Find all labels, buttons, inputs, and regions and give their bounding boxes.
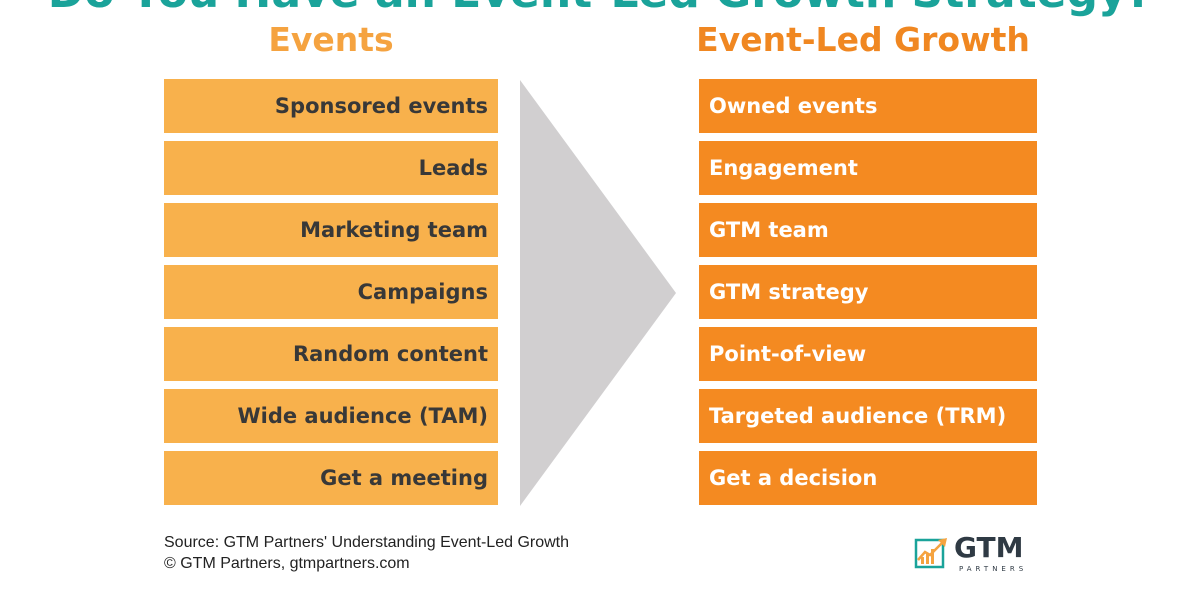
events-item-sponsored-events: Sponsored events	[164, 79, 498, 133]
elg-item-gtm-team: GTM team	[699, 203, 1037, 257]
logo-subtitle: PARTNERS	[959, 565, 1028, 573]
elg-item-owned-events: Owned events	[699, 79, 1037, 133]
events-item-campaigns: Campaigns	[164, 265, 498, 319]
events-item-leads: Leads	[164, 141, 498, 195]
elg-item-engagement: Engagement	[699, 141, 1037, 195]
elg-item-gtm-strategy: GTM strategy	[699, 265, 1037, 319]
copyright-line: © GTM Partners, gtmpartners.com	[164, 555, 410, 572]
events-item-get-a-meeting: Get a meeting	[164, 451, 498, 505]
elg-item-get-a-decision: Get a decision	[699, 451, 1037, 505]
elg-item-targeted-audience: Targeted audience (TRM)	[699, 389, 1037, 443]
source-credit: Source: GTM Partners' Understanding Even…	[164, 532, 569, 574]
gtm-partners-logo: GTM PARTNERS	[914, 531, 1034, 577]
event-led-growth-column-header: Event-Led Growth	[696, 20, 1030, 59]
transition-arrow-icon	[520, 80, 676, 506]
events-column-header: Events	[268, 20, 394, 59]
events-item-marketing-team: Marketing team	[164, 203, 498, 257]
source-line: Source: GTM Partners' Understanding Even…	[164, 534, 570, 551]
events-item-random-content: Random content	[164, 327, 498, 381]
elg-item-point-of-view: Point-of-view	[699, 327, 1037, 381]
events-item-wide-audience: Wide audience (TAM)	[164, 389, 498, 443]
growth-chart-icon	[914, 538, 947, 569]
diagram-title: Do You Have an Event-Led Growth Strategy…	[0, 0, 1200, 19]
logo-wordmark: GTM	[954, 531, 1024, 564]
